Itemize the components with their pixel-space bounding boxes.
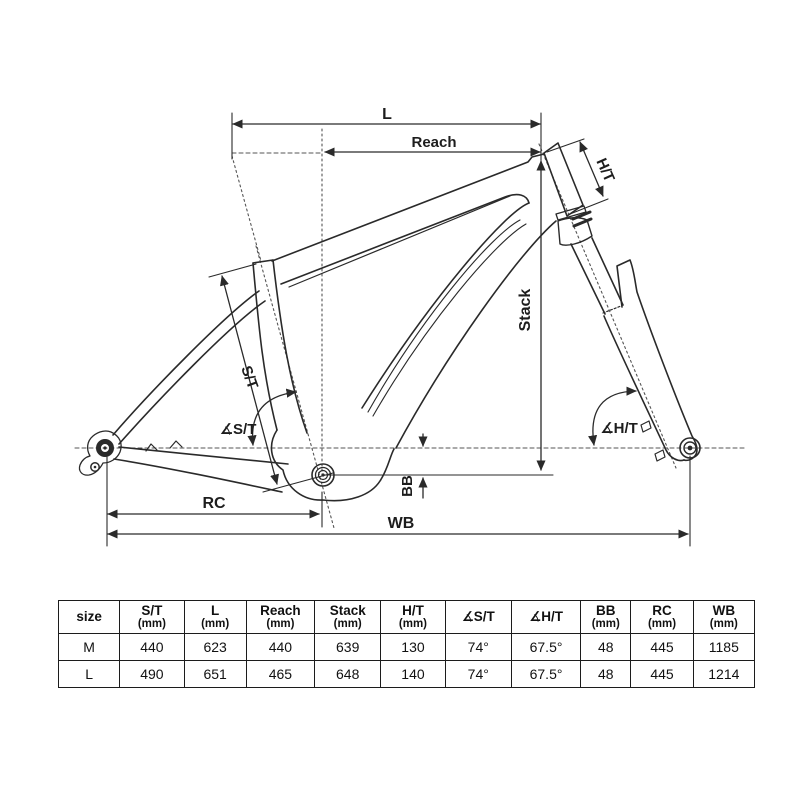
rear-dropout bbox=[78, 430, 122, 476]
col-header-size: size bbox=[57, 600, 121, 634]
cell-m-angle-st: 74° bbox=[444, 633, 512, 661]
cell-m-size: M bbox=[57, 633, 121, 661]
cell-l-wb: 1214 bbox=[692, 660, 756, 688]
dim-st-ext-bottom bbox=[262, 472, 334, 493]
fork-stanchion-right bbox=[591, 237, 624, 306]
dim-ht-line bbox=[579, 141, 604, 197]
cell-m-rc: 445 bbox=[630, 633, 694, 661]
label-angle-st: ∡S/T bbox=[220, 421, 257, 438]
angle-st-arc bbox=[247, 388, 297, 446]
down-tube-right bbox=[395, 220, 557, 449]
label-angle-ht: ∡H/T bbox=[600, 420, 638, 437]
label-wb: WB bbox=[388, 515, 415, 532]
cell-m-reach: 440 bbox=[245, 633, 316, 661]
cell-m-angle-ht: 67.5° bbox=[510, 633, 582, 661]
col-header-angle-ht: ∡H/T bbox=[510, 600, 582, 634]
cell-m-bb: 48 bbox=[580, 633, 632, 661]
seat-tube-top bbox=[252, 259, 274, 264]
derailleur-hanger bbox=[90, 462, 100, 472]
col-header-rc: RC(mm) bbox=[630, 600, 694, 634]
dimension-lines bbox=[106, 112, 691, 547]
front-axle-center bbox=[687, 445, 693, 451]
reference-lines bbox=[74, 128, 747, 529]
dimension-labels: L Reach Stack H/T S/T ∡S/T ∡H/T BB RC WB bbox=[202, 106, 637, 532]
fork-stanchion-left bbox=[570, 243, 606, 315]
battery-seam-2 bbox=[372, 223, 527, 417]
cell-l-rc: 445 bbox=[630, 660, 694, 688]
chain-stay-top bbox=[118, 446, 289, 465]
battery-seam-1 bbox=[367, 219, 521, 413]
seat-stay-upper bbox=[112, 290, 260, 436]
cell-l-reach: 465 bbox=[245, 660, 316, 688]
geometry-diagram: L Reach Stack H/T S/T ∡S/T ∡H/T BB RC WB bbox=[74, 106, 747, 547]
rear-axle bbox=[96, 439, 114, 457]
derailleur-hanger-hole bbox=[93, 465, 97, 469]
brake-tab-1 bbox=[640, 420, 652, 433]
bike-frame-drawing bbox=[78, 142, 701, 502]
angle-ht-arc bbox=[588, 386, 637, 446]
cell-l-l: 651 bbox=[183, 660, 247, 688]
table-header-row: size S/T(mm) L(mm) Reach(mm) Stack(mm) H… bbox=[57, 600, 756, 634]
chain-stay-bottom bbox=[113, 458, 283, 493]
fork-lower-left bbox=[603, 315, 685, 462]
dim-st-line bbox=[220, 275, 279, 485]
cell-l-size: L bbox=[57, 660, 121, 688]
label-stack: Stack bbox=[517, 289, 534, 332]
col-header-l: L(mm) bbox=[183, 600, 247, 634]
top-tube-inner bbox=[288, 195, 511, 288]
dim-ht-ext-top bbox=[546, 138, 585, 153]
col-header-st: S/T(mm) bbox=[119, 600, 185, 634]
top-tube-lower bbox=[280, 193, 530, 285]
col-header-wb: WB(mm) bbox=[692, 600, 756, 634]
cell-m-stack: 639 bbox=[314, 633, 382, 661]
label-st: S/T bbox=[237, 364, 261, 392]
label-l: L bbox=[382, 106, 392, 123]
top-tube-upper bbox=[271, 153, 545, 262]
head-axis-dotted bbox=[538, 143, 677, 469]
head-tube bbox=[543, 142, 584, 217]
cell-l-stack: 648 bbox=[314, 660, 382, 688]
col-header-stack: Stack(mm) bbox=[314, 600, 382, 634]
cell-m-l: 623 bbox=[183, 633, 247, 661]
fork-crown bbox=[557, 217, 593, 246]
table-row-m: M 440 623 440 639 130 74° 67.5° 48 445 1… bbox=[57, 633, 756, 661]
brake-tab-2 bbox=[654, 449, 666, 462]
down-tube-left bbox=[361, 202, 530, 409]
dim-ht-ext-bottom bbox=[569, 198, 609, 215]
seatpost-link-dotted bbox=[231, 155, 262, 262]
col-header-ht: H/T(mm) bbox=[380, 600, 446, 634]
cell-l-st: 490 bbox=[119, 660, 185, 688]
cell-m-wb: 1185 bbox=[692, 633, 756, 661]
col-header-bb: BB(mm) bbox=[580, 600, 632, 634]
label-bb: BB bbox=[399, 475, 416, 497]
cable-guide-2 bbox=[169, 440, 183, 449]
cell-l-ht: 140 bbox=[380, 660, 446, 688]
table-row-l: L 490 651 465 648 140 74° 67.5° 48 445 1… bbox=[57, 660, 756, 688]
crown-hatch-2 bbox=[572, 217, 593, 228]
cell-l-angle-ht: 67.5° bbox=[510, 660, 582, 688]
cell-m-st: 440 bbox=[119, 633, 185, 661]
fork-seam-dotted bbox=[602, 305, 622, 314]
headset-band bbox=[555, 205, 587, 221]
geometry-table: size S/T(mm) L(mm) Reach(mm) Stack(mm) H… bbox=[57, 600, 756, 688]
motor-housing bbox=[270, 429, 395, 502]
cell-m-ht: 130 bbox=[380, 633, 446, 661]
seat-axis-dotted bbox=[255, 245, 335, 529]
label-reach: Reach bbox=[411, 134, 456, 151]
cell-l-bb: 48 bbox=[580, 660, 632, 688]
cell-l-angle-st: 74° bbox=[444, 660, 512, 688]
rear-axle-center bbox=[103, 446, 107, 450]
label-rc: RC bbox=[202, 495, 226, 512]
front-axle-mid bbox=[683, 441, 697, 455]
col-header-angle-st: ∡S/T bbox=[444, 600, 512, 634]
dim-st-ext-top bbox=[208, 263, 257, 278]
col-header-reach: Reach(mm) bbox=[245, 600, 316, 634]
cable-guide-1 bbox=[145, 443, 158, 452]
